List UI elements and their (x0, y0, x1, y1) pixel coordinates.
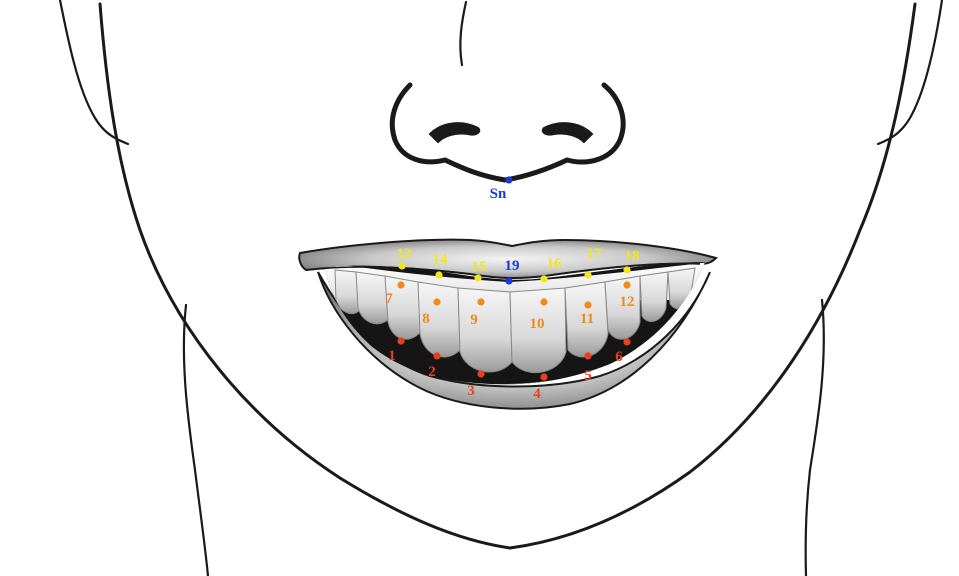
landmark-label-11: 11 (580, 311, 594, 327)
landmark-dot-17 (584, 271, 591, 278)
landmark-label-19: 19 (505, 258, 520, 274)
landmark-dot-10 (540, 298, 547, 305)
landmark-label-1: 1 (388, 348, 396, 364)
landmark-label-6: 6 (615, 349, 623, 365)
landmark-dot-14 (435, 271, 442, 278)
landmark-dot-11 (584, 301, 591, 308)
landmark-label-8: 8 (422, 311, 430, 327)
left-neck (184, 305, 208, 576)
landmark-dot-2 (433, 352, 440, 359)
landmark-label-sn: Sn (490, 186, 507, 202)
tooth (668, 268, 695, 309)
landmark-dot-16 (540, 275, 547, 282)
right-neck (806, 300, 824, 576)
landmark-dot-5 (584, 352, 591, 359)
landmark-label-3: 3 (467, 383, 475, 399)
landmark-label-13: 13 (397, 246, 412, 262)
landmark-label-10: 10 (530, 316, 545, 332)
landmark-dot-15 (474, 274, 481, 281)
landmark-label-17: 17 (587, 246, 603, 262)
landmark-label-2: 2 (428, 364, 436, 380)
landmark-label-5: 5 (584, 368, 592, 384)
nose-bridge (460, 2, 466, 65)
landmark-label-7: 7 (385, 291, 393, 307)
landmark-label-16: 16 (547, 256, 563, 272)
left-nostril (430, 123, 479, 142)
landmark-dot-8 (433, 298, 440, 305)
landmark-dot-18 (623, 266, 630, 273)
landmark-dot-1 (397, 337, 404, 344)
nose (392, 2, 623, 180)
landmark-dot-13 (398, 262, 405, 269)
landmark-label-4: 4 (533, 386, 541, 402)
right-ear (878, 0, 942, 144)
landmark-dot-6 (623, 338, 630, 345)
landmark-label-9: 9 (470, 312, 478, 328)
tooth (458, 288, 512, 372)
landmark-dot-3 (477, 370, 484, 377)
landmark-label-18: 18 (625, 248, 640, 264)
landmark-dot-4 (540, 373, 547, 380)
landmark-label-15: 15 (472, 259, 487, 275)
tooth (640, 272, 668, 322)
right-nostril (543, 123, 592, 142)
landmark-dot-9 (477, 298, 484, 305)
landmark-dot-sn (505, 176, 512, 183)
landmark-dot-7 (397, 281, 404, 288)
landmark-label-12: 12 (620, 294, 635, 310)
landmark-dot-19 (505, 277, 512, 284)
landmark-label-14: 14 (433, 252, 449, 268)
left-ear (60, 0, 128, 144)
landmark-dot-12 (623, 281, 630, 288)
